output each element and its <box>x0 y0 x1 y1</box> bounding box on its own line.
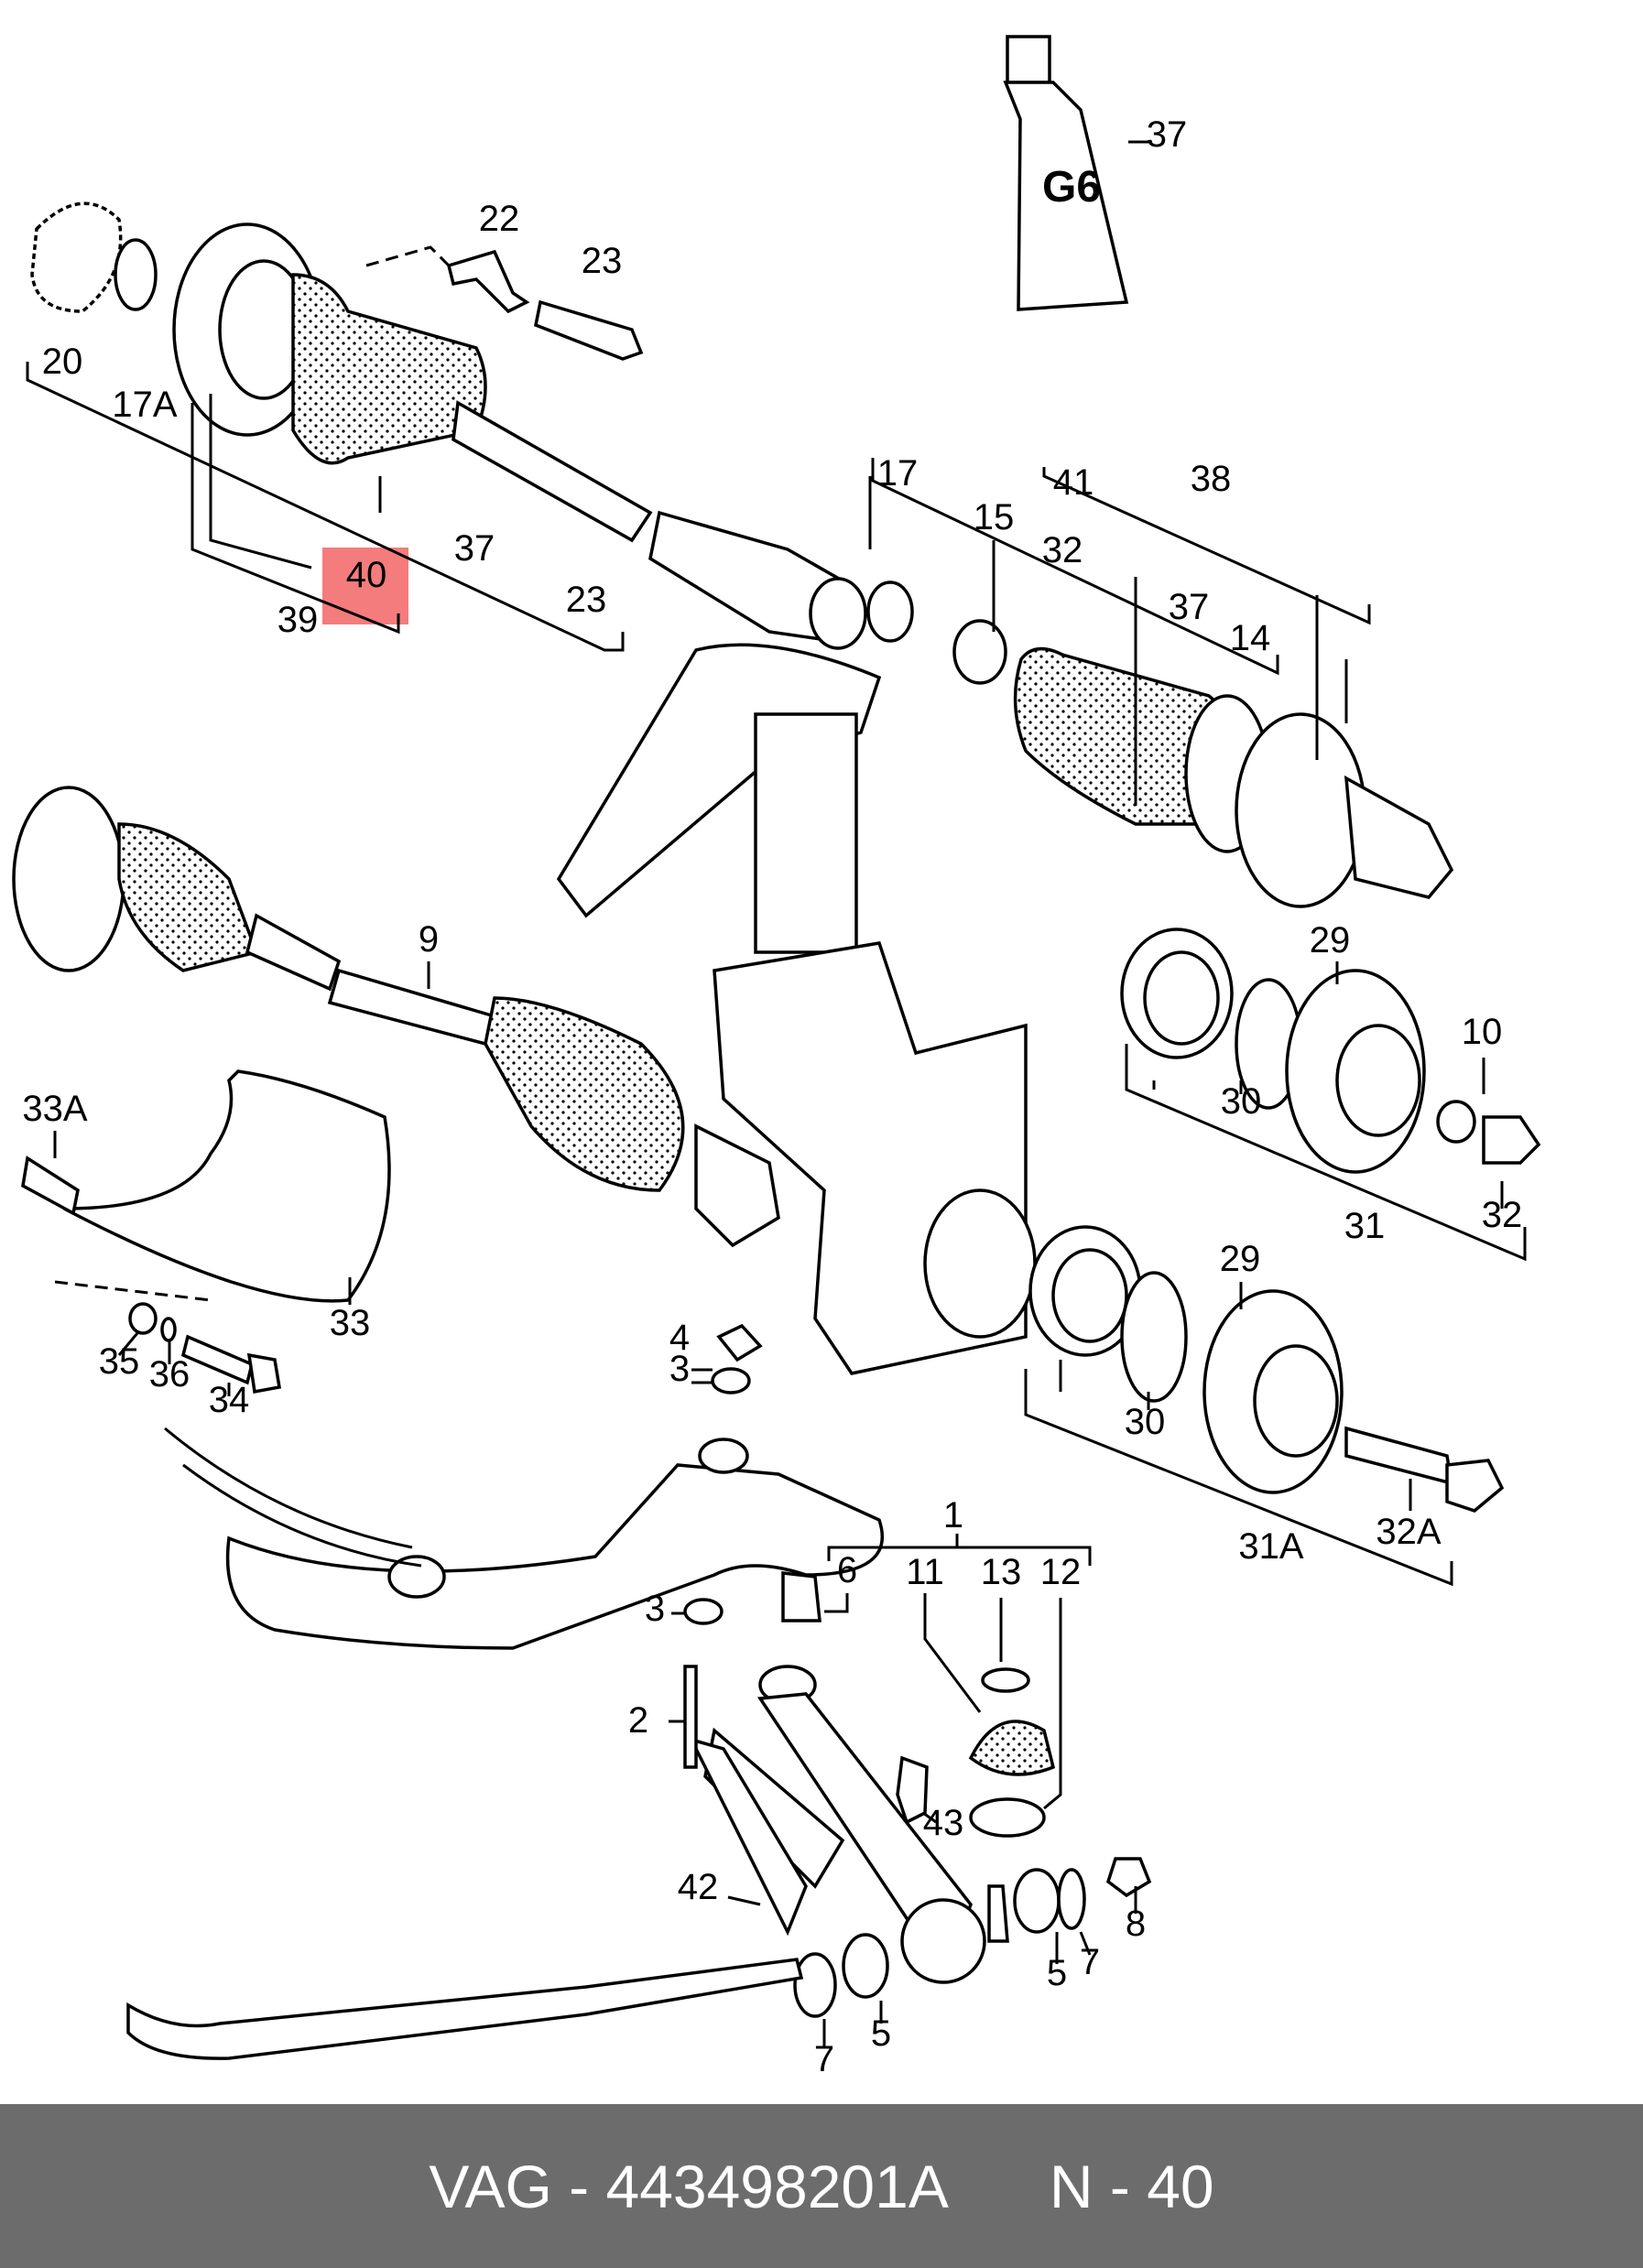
callout-label-11: 11 <box>906 1552 944 1592</box>
callout-label-23: 23 <box>566 580 607 620</box>
callout-label-17a: 17A <box>112 385 177 425</box>
callout-label-36: 36 <box>149 1354 190 1394</box>
callout-label-22: 22 <box>479 199 520 239</box>
callout-label-5: 5 <box>871 2013 891 2054</box>
callout-label-38: 38 <box>1191 459 1232 499</box>
balljoint-boot <box>968 1667 1056 1943</box>
footer-gap <box>949 2152 1050 2221</box>
callout-label-31: 31 <box>1344 1206 1386 1246</box>
highlight-box <box>322 548 408 624</box>
grease-tube-g6: G6 <box>1003 35 1152 311</box>
callout-label-33a: 33A <box>22 1089 87 1129</box>
callout-label-17: 17 <box>877 453 919 494</box>
callout-label-37: 37 <box>1169 587 1210 627</box>
footer-brand: VAG <box>429 2152 552 2220</box>
callout-label-39: 39 <box>277 600 319 640</box>
footer-bar: VAG - 443498201A N - 40 <box>0 2104 1643 2268</box>
callout-label-3: 3 <box>669 1349 690 1389</box>
stabilizer-bar <box>126 1958 804 2060</box>
callout-label-41: 41 <box>1053 462 1094 503</box>
subframe <box>164 1427 885 1650</box>
lower-hub-bearing <box>1028 1225 1505 1513</box>
bolt-washers-left <box>128 1302 282 1394</box>
callout-label-4: 4 <box>669 1318 690 1358</box>
callout-label-10: 10 <box>1462 1012 1503 1052</box>
callout-label-32: 32 <box>1482 1195 1523 1235</box>
callout-label-29: 29 <box>1310 920 1351 960</box>
callout-label-37: 37 <box>1147 114 1188 155</box>
exploded-parts-diagram: G6 <box>12 35 1541 2079</box>
callout-label-32: 32 <box>1042 530 1083 570</box>
callout-label-7: 7 <box>1080 1942 1100 1982</box>
callout-label-20: 20 <box>42 342 83 382</box>
callout-label-33: 33 <box>330 1303 371 1343</box>
callout-label-30: 30 <box>1125 1402 1166 1442</box>
upper-drive-shaft <box>30 201 867 650</box>
circlip-clamp <box>866 581 1007 685</box>
callout-label-3: 3 <box>645 1589 665 1629</box>
callout-label-9: 9 <box>419 919 439 960</box>
callout-label-5: 5 <box>1047 1953 1067 1993</box>
callout-label-7: 7 <box>814 2039 834 2079</box>
control-arm <box>688 1665 986 1984</box>
svg-text:G6: G6 <box>1042 163 1101 212</box>
callout-label-12: 12 <box>1040 1552 1082 1592</box>
callout-label-40: 40 <box>346 555 387 595</box>
callout-label-14: 14 <box>1230 618 1271 658</box>
callout-label-31a: 31A <box>1238 1526 1303 1567</box>
callout-label-6: 6 <box>837 1550 857 1590</box>
callout-label-23: 23 <box>582 241 623 281</box>
callout-label-35: 35 <box>99 1341 140 1382</box>
bushings-nuts <box>683 1323 1152 2018</box>
callout-label-30: 30 <box>1221 1081 1262 1122</box>
callout-label-32a: 32A <box>1376 1512 1441 1552</box>
callout-label-43: 43 <box>923 1803 964 1843</box>
callout-label-34: 34 <box>209 1380 250 1420</box>
callout-label-1: 1 <box>943 1495 963 1536</box>
upper-hub-bearing <box>1120 928 1541 1174</box>
callout-label-29: 29 <box>1220 1239 1261 1279</box>
footer-separator: - <box>551 2152 606 2220</box>
callout-label-8: 8 <box>1126 1904 1146 1944</box>
lower-drive-shaft <box>12 786 780 1248</box>
callout-label-15: 15 <box>974 497 1015 537</box>
footer-position: N - 40 <box>1049 2152 1214 2220</box>
callout-label-42: 42 <box>678 1867 719 1907</box>
heat-shield <box>21 1069 391 1303</box>
right-cv-boot-joint <box>1013 646 1454 908</box>
callout-label-37: 37 <box>454 528 495 569</box>
footer-part-number: 443498201A <box>605 2152 949 2220</box>
leader-lines <box>26 245 1527 2046</box>
callout-label-13: 13 <box>981 1552 1022 1592</box>
callout-label-2: 2 <box>628 1700 648 1741</box>
steering-knuckle <box>556 643 1037 1375</box>
